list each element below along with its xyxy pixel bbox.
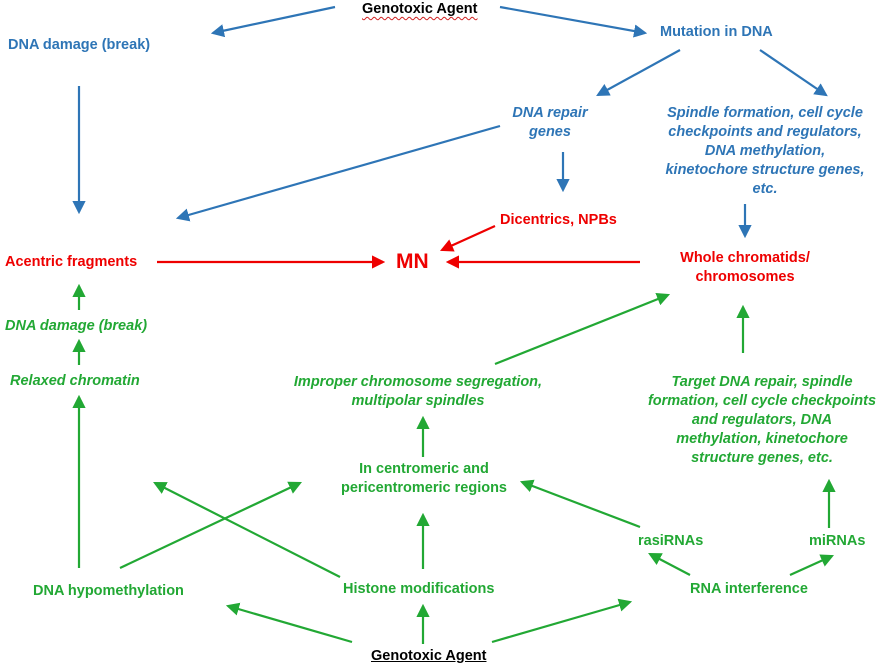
arrow-hypomethylation-to-centromeric [119, 481, 302, 569]
arrow-agent-to-dna-damage [210, 5, 336, 38]
relaxed-chromatin: Relaxed chromatin [10, 373, 140, 389]
target-dna-repair-line: methylation, kinetochore [676, 431, 848, 447]
arrow-agent-to-mutation [499, 5, 648, 38]
spindle-genes-line: etc. [752, 181, 778, 197]
dna-damage-break-lower: DNA damage (break) [5, 318, 148, 334]
spindle-genes-line: Spindle formation, cell cycle [667, 105, 863, 121]
acentric-fragments: Acentric fragments [5, 254, 138, 270]
improper-segregation-line: Improper chromosome segregation, [293, 374, 543, 390]
rasirnas: rasiRNAs [638, 533, 704, 549]
arrow-rnai-to-rasirnas [648, 552, 691, 576]
whole-chromatids-line: Whole chromatids/ [680, 250, 810, 266]
dna-repair-genes-line: DNA repair [512, 105, 588, 121]
histone-modifications: Histone modifications [343, 581, 495, 597]
centromeric-regions: In centromeric and pericentromeric regio… [328, 460, 520, 498]
centromeric-line: pericentromeric regions [341, 480, 507, 496]
target-dna-repair-line: formation, cell cycle checkpoints [647, 393, 877, 409]
dicentrics-npbs: Dicentrics, NPBs [500, 212, 617, 228]
target-dna-repair-line: and regulators, DNA [691, 412, 833, 428]
dna-hypomethylation: DNA hypomethylation [33, 583, 184, 599]
spindle-genes-line: DNA methylation, [704, 143, 826, 159]
target-dna-repair-line: structure genes, etc. [691, 450, 833, 466]
whole-chromatids-chromosomes: Whole chromatids/ chromosomes [655, 249, 835, 287]
arrow-histone-to-relaxed-region [153, 482, 341, 578]
spindle-genes-line: checkpoints and regulators, [668, 124, 862, 140]
arrow-improper-to-whole-chromatids [494, 292, 671, 366]
mirnas: miRNAs [809, 533, 866, 549]
rna-interference: RNA interference [690, 581, 808, 597]
arrow-agent-bottom-to-hypomethylation [225, 602, 353, 644]
arrow-mutation-to-repair-genes [596, 49, 681, 97]
dna-repair-genes: DNA repair genes [495, 104, 605, 142]
arrow-agent-bottom-to-rnai [491, 598, 633, 644]
centromeric-line: In centromeric and [359, 461, 489, 477]
arrow-repair-genes-to-acentric [175, 124, 501, 222]
arrow-rnai-to-mirnas [789, 554, 835, 577]
whole-chromatids-line: chromosomes [695, 269, 795, 285]
mutation-in-dna: Mutation in DNA [660, 24, 773, 40]
arrow-mutation-to-spindle-genes [759, 49, 828, 97]
genotoxic-agent-top: Genotoxic Agent [362, 1, 478, 17]
target-dna-repair-line: Target DNA repair, spindle [671, 374, 853, 390]
dna-damage-break-top: DNA damage (break) [8, 37, 151, 53]
genotoxic-agent-bottom: Genotoxic Agent [371, 648, 487, 664]
spindle-cell-cycle-genes: Spindle formation, cell cycle checkpoint… [645, 104, 885, 199]
spindle-genes-line: kinetochore structure genes, [665, 162, 865, 178]
arrow-rasirnas-to-centromeric [519, 479, 641, 529]
dna-repair-genes-line: genes [529, 124, 571, 140]
improper-segregation-line: multipolar spindles [351, 393, 485, 409]
improper-chromosome-segregation: Improper chromosome segregation, multipo… [273, 373, 563, 411]
target-dna-repair-genes: Target DNA repair, spindle formation, ce… [632, 373, 892, 468]
arrow-dicentrics-to-mn [439, 224, 496, 252]
micronucleus-mn: MN [396, 250, 429, 273]
